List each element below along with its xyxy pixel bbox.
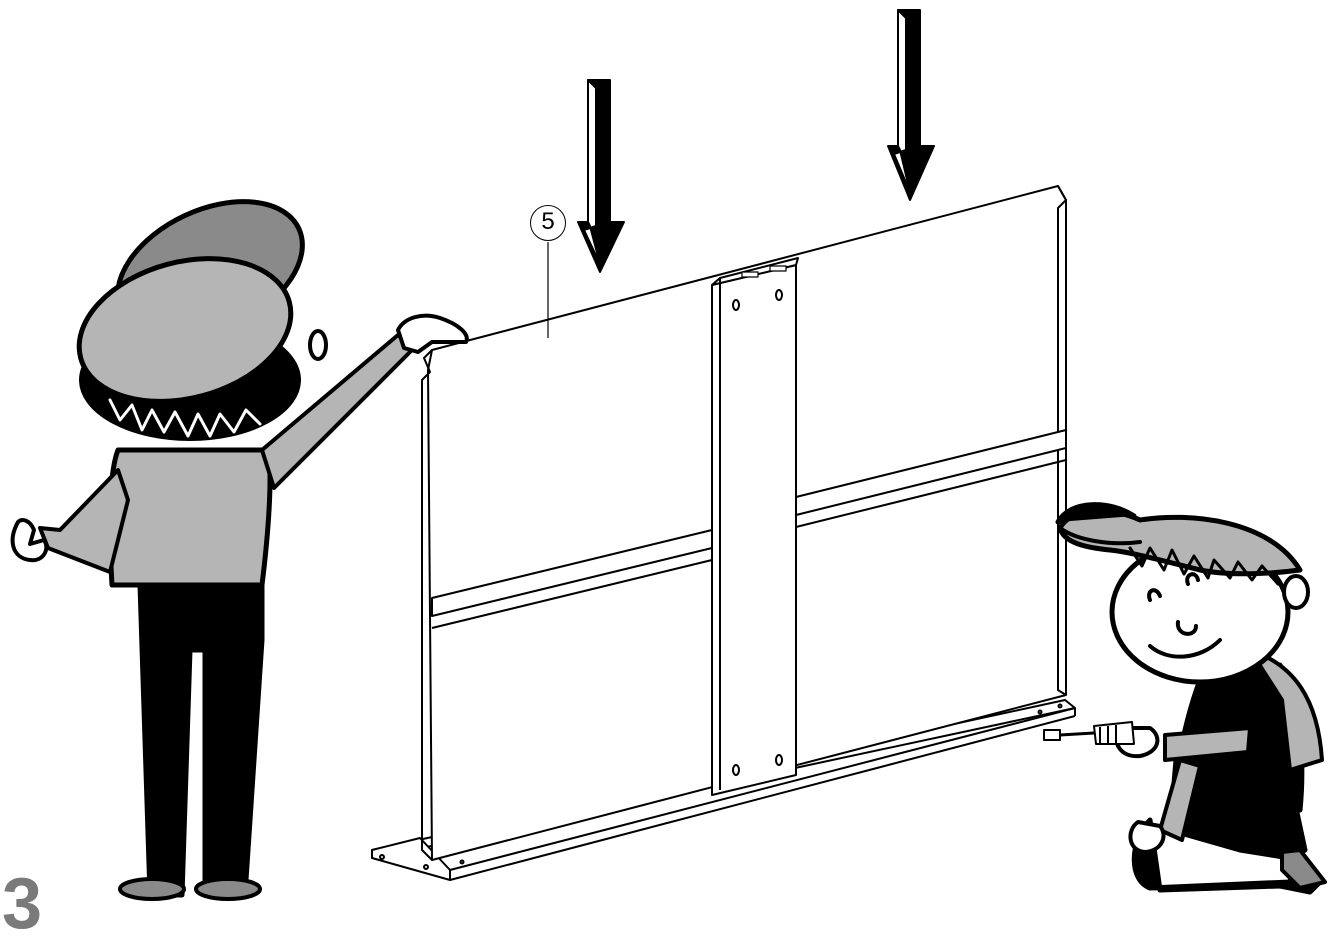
center-stile	[712, 258, 798, 795]
worker-kneeling-icon	[1058, 505, 1325, 892]
down-arrow-icon	[888, 10, 934, 200]
down-arrow-icon	[578, 80, 624, 272]
step-number: 3	[2, 868, 41, 940]
assembly-illustration	[0, 0, 1332, 906]
screwdriver-icon	[1044, 722, 1134, 744]
worker-standing-icon	[13, 174, 467, 899]
part-number-callout: 5	[530, 205, 566, 241]
